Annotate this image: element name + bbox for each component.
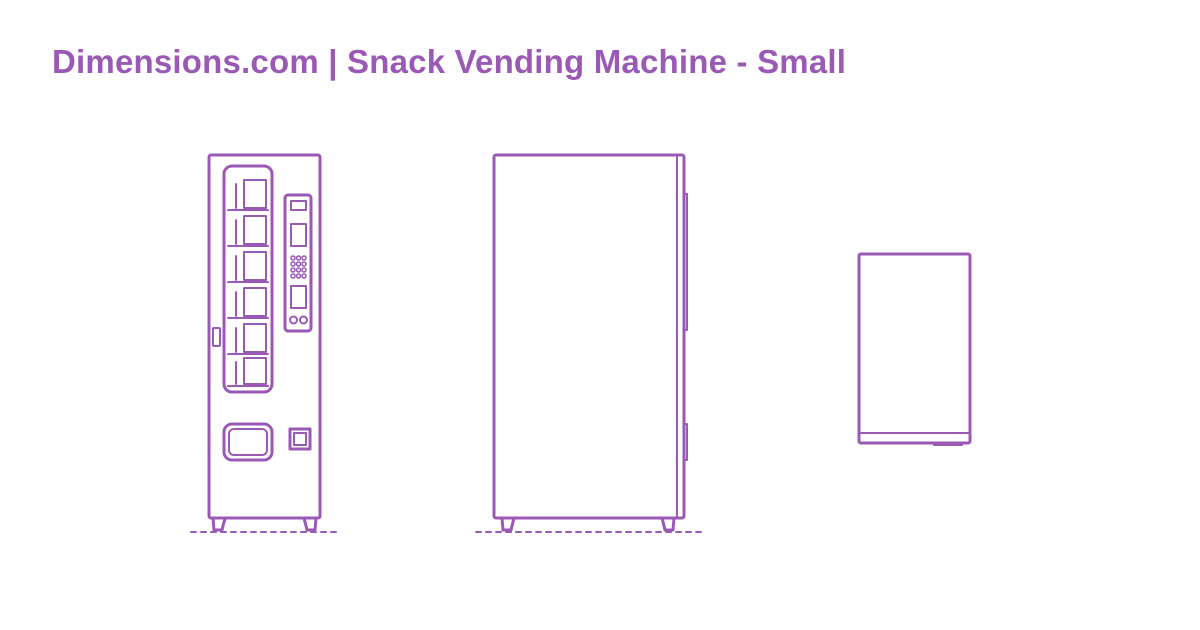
delivery-flap-inner xyxy=(229,429,267,455)
door-latch xyxy=(213,328,220,346)
product-shelves xyxy=(228,210,268,386)
front-cabinet xyxy=(209,155,320,518)
coin-return-inner xyxy=(294,433,306,445)
coin-button-right xyxy=(300,317,307,324)
top-cabinet xyxy=(859,254,970,443)
delivery-flap-outer xyxy=(224,424,272,460)
page-title: Dimensions.com | Snack Vending Machine -… xyxy=(52,43,847,80)
control-panel xyxy=(285,195,311,331)
front-right-foot xyxy=(304,518,316,530)
coin-return-outer xyxy=(290,429,310,449)
side-panel-protrusion-top xyxy=(684,194,687,330)
keypad xyxy=(291,256,306,278)
front-view xyxy=(191,155,340,532)
side-view xyxy=(476,155,703,532)
side-left-foot xyxy=(502,518,514,530)
coin-button-left xyxy=(290,317,297,324)
side-panel-protrusion-bottom xyxy=(684,424,687,460)
glass-window xyxy=(224,166,272,392)
top-view xyxy=(859,254,970,445)
side-right-foot xyxy=(662,518,674,530)
display-screen xyxy=(291,201,306,210)
snack-products xyxy=(236,180,266,384)
selection-panel xyxy=(291,224,306,246)
side-cabinet xyxy=(494,155,684,518)
front-left-foot xyxy=(213,518,225,530)
bill-acceptor xyxy=(291,286,306,308)
